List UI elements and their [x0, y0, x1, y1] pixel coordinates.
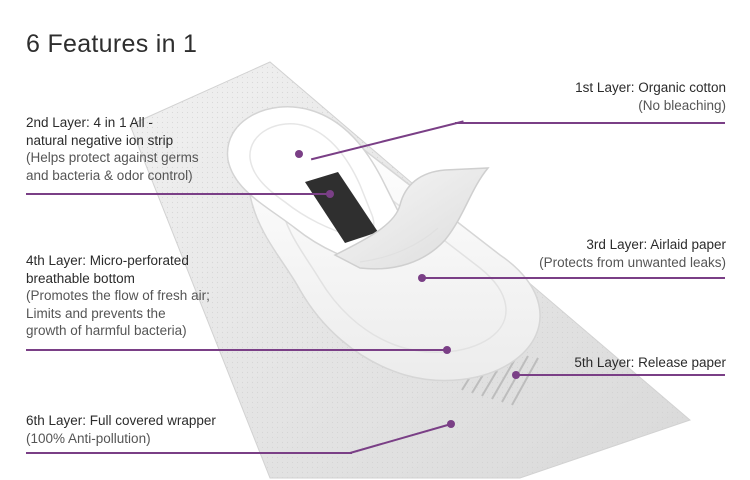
layer-2-marker [326, 190, 334, 198]
layer-6-leader-line [26, 452, 352, 454]
layer-4-leader-line [26, 349, 447, 351]
layer-4-detail-line-3: growth of harmful bacteria) [26, 323, 187, 338]
layer-4-detail-line-2: Limits and prevents the [26, 305, 166, 321]
layer-2-leader-line [26, 193, 330, 195]
layer-5-heading: 5th Layer: Release paper [574, 355, 726, 370]
layer-2-heading-line-1: 2nd Layer: 4 in 1 All - [26, 115, 153, 130]
layer-2-detail-line-1: (Helps protect against germs [26, 150, 199, 165]
layer-3-marker [418, 274, 426, 282]
layer-6-heading: 6th Layer: Full covered wrapper [26, 413, 216, 428]
negative-ion-strip [305, 172, 378, 243]
page-title: 6 Features in 1 [26, 30, 198, 58]
layer-4-heading-line-2: breathable bottom [26, 270, 135, 286]
layer-6-marker [447, 420, 455, 428]
layer-1-detail: (No bleaching) [638, 97, 726, 113]
layer-3-heading: 3rd Layer: Airlaid paper [586, 237, 726, 252]
layer-4-heading-line-1: 4th Layer: Micro-perforated [26, 253, 189, 268]
layer-6-detail: (100% Anti-pollution) [26, 430, 151, 446]
layer-1-leader-line [455, 122, 725, 124]
layer-1-label: 1st Layer: Organic cotton (No bleaching) [575, 79, 726, 114]
layer-2-detail-line-2: and bacteria & odor control) [26, 167, 193, 183]
layer-3-detail: (Protects from unwanted leaks) [539, 254, 726, 270]
layer-5-label: 5th Layer: Release paper [574, 354, 726, 372]
layer-1-heading: 1st Layer: Organic cotton [575, 80, 726, 95]
layer-2-label: 2nd Layer: 4 in 1 All - natural negative… [26, 114, 199, 184]
layer-5-marker [512, 371, 520, 379]
layer-6-label: 6th Layer: Full covered wrapper (100% An… [26, 412, 216, 447]
layer-1-marker [295, 150, 303, 158]
layer-4-detail-line-1: (Promotes the flow of fresh air; [26, 288, 210, 303]
airlaid-flap [333, 167, 490, 270]
layer-2-heading-line-2: natural negative ion strip [26, 132, 174, 148]
layer-3-leader-line [422, 277, 725, 279]
layer-5-leader-line [516, 374, 725, 376]
layer-4-marker [443, 346, 451, 354]
layer-4-label: 4th Layer: Micro-perforated breathable b… [26, 252, 210, 340]
layer-3-label: 3rd Layer: Airlaid paper (Protects from … [539, 236, 726, 271]
